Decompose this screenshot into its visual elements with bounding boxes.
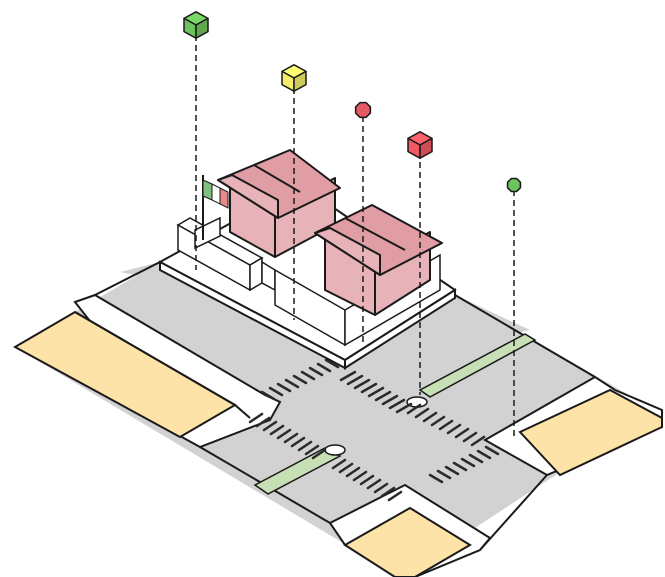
crosswalk-stripe	[462, 431, 478, 443]
crosswalk-stripe	[308, 366, 324, 377]
crosswalk-stripe	[331, 458, 347, 470]
crosswalk-stripe	[276, 382, 292, 393]
crosswalk-east-top	[406, 403, 486, 447]
leader-lines	[195, 35, 515, 440]
crosswalk-stripe	[248, 412, 264, 424]
crosswalk-stripe	[276, 428, 292, 440]
left-sidewalk-block	[12, 293, 282, 449]
crosswalk-north	[339, 370, 413, 414]
crosswalk-stripe	[324, 358, 340, 369]
crosswalk-stripe	[444, 465, 460, 476]
crosswalk-stripe	[297, 440, 313, 452]
crosswalk-stripe	[269, 424, 285, 436]
crosswalk-stripe	[381, 394, 399, 406]
crosswalk-stripe	[436, 469, 452, 480]
crosswalk-stripe	[438, 419, 454, 431]
medians	[253, 333, 537, 495]
crosswalk-stripe	[476, 449, 492, 460]
crosswalk-stripe	[452, 461, 468, 472]
crosswalk-stripe	[359, 474, 375, 486]
crosswalk-stripe	[470, 435, 486, 447]
crosswalk-stripe	[352, 470, 368, 482]
crosswalk-stripe	[454, 427, 470, 439]
crosswalk-stripe	[406, 403, 422, 415]
crosswalk-stripe	[374, 390, 392, 402]
house-left	[217, 149, 341, 258]
crosswalk-stripe	[339, 370, 357, 382]
green-octagon-marker	[506, 177, 522, 193]
red-cube-marker	[407, 131, 433, 159]
crosswalk-stripe	[300, 370, 316, 381]
crosswalk-south	[331, 458, 403, 502]
flag	[202, 175, 229, 240]
crosswalk-west	[260, 358, 340, 401]
crosswalk-stripe	[353, 378, 371, 390]
crosswalk-stripe	[484, 445, 500, 456]
yellow-cube-marker	[281, 64, 307, 92]
crosswalk-stripe	[366, 478, 382, 490]
crosswalk-stripe	[367, 386, 385, 398]
crosswalk-stripe	[290, 436, 306, 448]
red-octagon-marker	[354, 101, 372, 119]
crosswalk-stripe	[395, 402, 413, 414]
crosswalk-stripe	[338, 462, 354, 474]
crosswalk-stripe	[380, 486, 396, 498]
crosswalk-stripe	[283, 432, 299, 444]
crosswalk-stripe	[255, 416, 271, 428]
crosswalk-stripe	[446, 423, 462, 435]
crosswalk-stripe	[468, 453, 484, 464]
crosswalk-stripe	[360, 382, 378, 394]
crosswalk-stripe	[422, 411, 438, 423]
crosswalk-stripe	[428, 473, 444, 484]
house-right	[314, 204, 443, 316]
crosswalk-east-bottom	[428, 445, 500, 484]
crosswalk-stripe	[460, 457, 476, 468]
crosswalk-stripe	[387, 490, 403, 502]
crosswalk-stripe	[316, 362, 332, 373]
crosswalk-stripe	[414, 407, 430, 419]
crosswalk-stripe	[311, 448, 327, 460]
crosswalk-stripe	[346, 374, 364, 386]
crosswalk-west-bottom	[248, 412, 327, 460]
crosswalk-stripe	[345, 466, 361, 478]
crosswalk-stripe	[262, 420, 278, 432]
crosswalk-stripe	[284, 378, 300, 389]
green-cube-marker	[183, 11, 209, 39]
crosswalk-stripe	[268, 386, 284, 397]
crosswalk-stripe	[260, 390, 276, 401]
markers	[183, 11, 522, 193]
crosswalk-stripe	[304, 444, 320, 456]
bottom-sidewalk-block	[328, 483, 492, 577]
crosswalks	[248, 358, 500, 502]
crosswalk-stripe	[292, 374, 308, 385]
crosswalk-stripe	[373, 482, 389, 494]
crosswalk-stripe	[388, 398, 406, 410]
crosswalk-stripe	[430, 415, 446, 427]
